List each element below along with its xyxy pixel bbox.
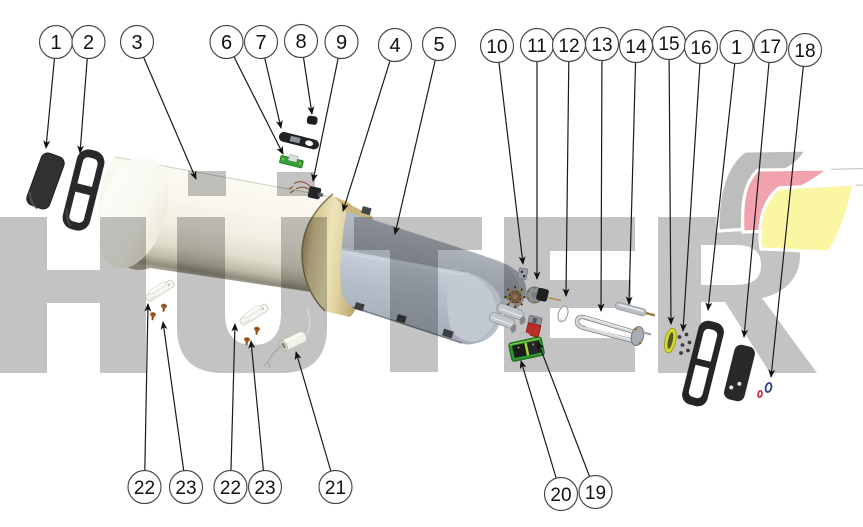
svg-text:20: 20 <box>550 485 571 506</box>
svg-text:5: 5 <box>433 34 444 56</box>
svg-text:12: 12 <box>558 36 579 57</box>
svg-text:23: 23 <box>175 478 196 499</box>
svg-text:1: 1 <box>731 37 742 59</box>
svg-text:4: 4 <box>389 35 400 57</box>
svg-text:7: 7 <box>255 32 266 54</box>
svg-text:15: 15 <box>658 34 679 55</box>
svg-text:19: 19 <box>585 483 606 504</box>
svg-text:8: 8 <box>295 31 306 53</box>
svg-text:10: 10 <box>486 37 507 58</box>
svg-text:21: 21 <box>325 478 346 499</box>
svg-text:11: 11 <box>527 36 547 57</box>
svg-text:14: 14 <box>625 37 647 58</box>
svg-text:1: 1 <box>50 32 61 54</box>
svg-text:22: 22 <box>220 478 241 499</box>
svg-text:2: 2 <box>83 32 94 54</box>
svg-text:22: 22 <box>134 478 155 499</box>
svg-text:9: 9 <box>336 32 347 54</box>
svg-text:18: 18 <box>794 41 815 62</box>
svg-text:17: 17 <box>760 37 781 58</box>
svg-text:16: 16 <box>690 38 711 59</box>
svg-text:13: 13 <box>591 35 612 56</box>
svg-text:23: 23 <box>254 478 275 499</box>
svg-text:6: 6 <box>221 32 232 54</box>
svg-text:3: 3 <box>131 32 142 54</box>
